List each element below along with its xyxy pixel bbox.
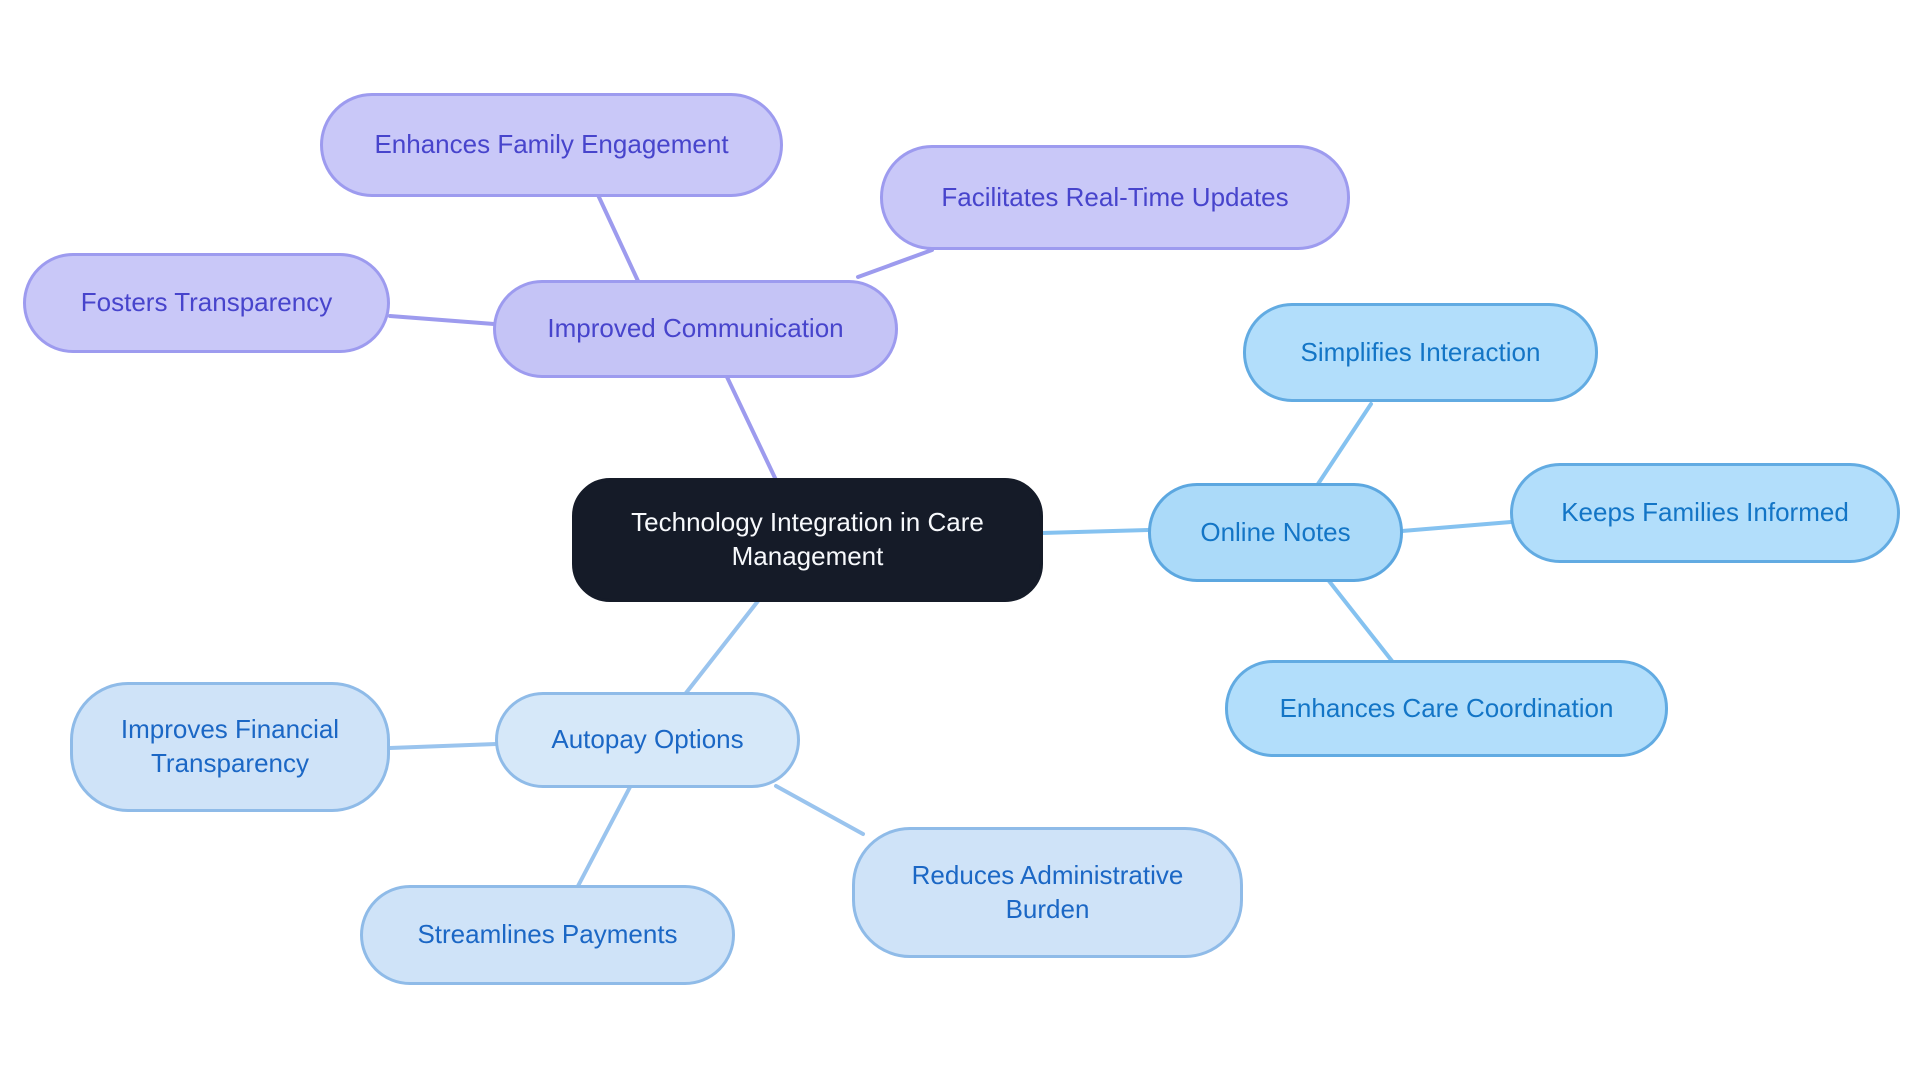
- mindmap-node-label: Reduces Administrative Burden: [911, 859, 1184, 924]
- edge-root-to-improved-communication: [725, 375, 778, 482]
- mindmap-node-label: Enhances Family Engagement: [374, 129, 729, 160]
- mindmap-node-label: Improves Financial Transparency: [120, 714, 340, 778]
- mindmap-node-label: Online Notes: [1200, 516, 1351, 547]
- edge-root-to-autopay-options: [684, 599, 760, 695]
- mindmap-node-improves-financial-transparency[interactable]: Improves Financial Transparency: [70, 682, 390, 812]
- edge-online-notes-to-keeps-families-informed: [1400, 520, 1513, 533]
- mindmap-node-label: Keeps Families Informed: [1561, 497, 1849, 528]
- mindmap-node-root[interactable]: Technology Integration in Care Managemen…: [572, 478, 1043, 602]
- edge-improves-financial-transparency-to-autopay-options: [388, 742, 498, 750]
- mindmap-node-label: Facilitates Real-Time Updates: [941, 181, 1289, 212]
- mindmap-node-label: Technology Integration in Care Managemen…: [631, 507, 984, 571]
- mindmap-node-keeps-families-informed[interactable]: Keeps Families Informed: [1510, 463, 1900, 563]
- edge-online-notes-to-enhances-care-coordination: [1327, 579, 1394, 663]
- edge-autopay-options-to-reduces-administrative-burden: [774, 784, 865, 836]
- edge-improved-communication-to-enhances-family-engagement: [596, 193, 640, 283]
- mindmap-node-label: Simplifies Interaction: [1300, 336, 1541, 367]
- mindmap-node-online-notes[interactable]: Online Notes: [1148, 483, 1403, 582]
- mindmap-node-label: Fosters Transparency: [80, 287, 333, 318]
- edge-online-notes-to-simplifies-interaction: [1316, 402, 1373, 486]
- mindmap-node-label: Improved Communication: [547, 313, 844, 344]
- mindmap-node-streamlines-payments[interactable]: Streamlines Payments: [360, 885, 735, 985]
- mindmap-node-autopay-options[interactable]: Autopay Options: [495, 692, 800, 788]
- mindmap-node-label: Enhances Care Coordination: [1279, 692, 1614, 723]
- mindmap-node-fosters-transparency[interactable]: Fosters Transparency: [23, 253, 390, 353]
- edge-fosters-transparency-to-improved-communication: [388, 314, 496, 326]
- mindmap-node-enhances-family-engagement[interactable]: Enhances Family Engagement: [320, 93, 783, 197]
- mindmap-node-improved-communication[interactable]: Improved Communication: [493, 280, 898, 378]
- edge-root-to-online-notes: [1040, 528, 1151, 535]
- mindmap-node-facilitates-real-time-updates[interactable]: Facilitates Real-Time Updates: [880, 145, 1350, 250]
- mindmap-node-label: Autopay Options: [551, 724, 744, 755]
- mindmap-node-enhances-care-coordination[interactable]: Enhances Care Coordination: [1225, 660, 1668, 757]
- mindmap-node-reduces-administrative-burden[interactable]: Reduces Administrative Burden: [852, 827, 1243, 958]
- mindmap-node-simplifies-interaction[interactable]: Simplifies Interaction: [1243, 303, 1598, 402]
- edge-improved-communication-to-facilitates-real-time-updates: [856, 248, 934, 279]
- edge-autopay-options-to-streamlines-payments: [576, 785, 632, 888]
- mindmap-node-label: Streamlines Payments: [417, 919, 678, 950]
